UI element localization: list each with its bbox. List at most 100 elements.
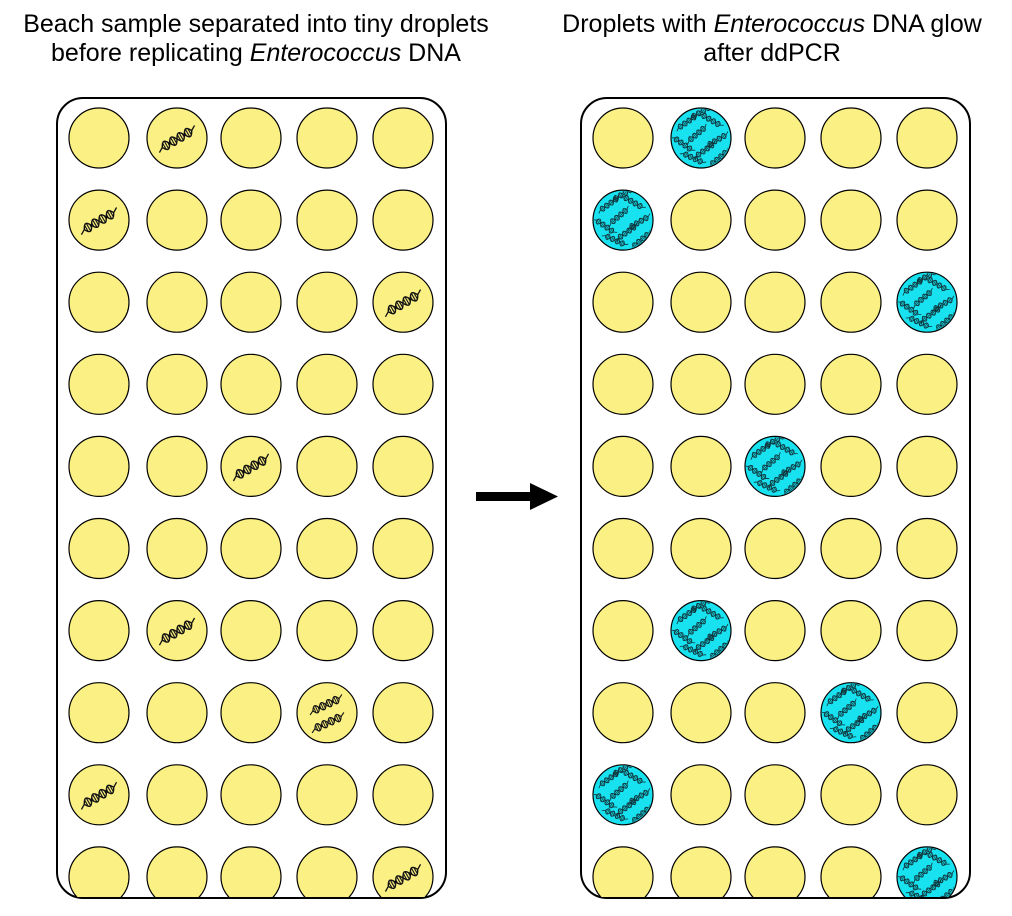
dna-helix-icon: [601, 808, 629, 822]
dna-helix-icon: [772, 441, 798, 456]
dna-helix-icon: [705, 623, 729, 642]
droplet-empty: [592, 435, 654, 497]
right-caption-line1-pre: Droplets with: [562, 10, 714, 38]
dna-helix-icon: [158, 617, 196, 646]
dna-helix-icon: [158, 125, 196, 153]
dna-helix-icon: [687, 123, 707, 145]
dna-helix-icon: [753, 479, 781, 493]
droplet-empty: [220, 189, 282, 251]
droplet-glow: [592, 764, 654, 826]
dna-helix-icon: [761, 452, 781, 473]
dna-helix-icon: [705, 131, 729, 149]
dna-helix-icon: [898, 300, 922, 316]
dna-helix-icon: [848, 687, 874, 702]
droplet-empty: [820, 764, 882, 826]
droplet-dna: [68, 764, 130, 826]
droplet-empty: [68, 846, 130, 897]
droplet-empty: [372, 435, 434, 497]
droplet-empty: [670, 764, 732, 826]
droplet-empty: [896, 435, 958, 497]
droplet-empty: [296, 846, 358, 897]
droplet-empty: [146, 682, 208, 744]
dna-helix-icon: [384, 863, 422, 892]
droplet-dna: [146, 599, 208, 662]
dna-helix-icon: [620, 769, 646, 784]
droplet-empty: [68, 599, 130, 662]
droplet-empty: [146, 435, 208, 497]
dna-helix-icon: [309, 694, 343, 716]
droplet-empty: [592, 599, 654, 662]
droplet-dna: [372, 271, 434, 333]
dna-helix-icon: [698, 113, 724, 127]
droplet-glow: [670, 599, 732, 662]
dna-helix-icon: [679, 644, 707, 658]
droplet-empty: [372, 599, 434, 662]
left-caption-line1: Beach sample separated into tiny droplet…: [23, 10, 489, 38]
droplet-empty: [68, 517, 130, 580]
droplet-empty: [68, 107, 130, 169]
droplet-empty: [896, 599, 958, 662]
dna-helix-icon: [898, 875, 922, 891]
dna-helix-icon: [598, 769, 620, 789]
left-caption-line2-post: DNA: [401, 39, 461, 67]
droplet-empty: [220, 353, 282, 415]
dna-helix-icon: [672, 629, 696, 645]
droplet-empty: [592, 353, 654, 415]
left-caption-organism: Enterococcus: [249, 39, 402, 67]
droplet-empty: [146, 353, 208, 415]
dna-helix-icon: [915, 847, 937, 860]
droplet-empty: [296, 435, 358, 497]
droplet-glow: [820, 682, 882, 744]
droplet-empty: [592, 517, 654, 580]
left-caption: Beach sample separated into tiny droplet…: [0, 10, 512, 68]
droplet-empty: [220, 682, 282, 744]
droplet-empty: [372, 764, 434, 826]
dna-helix-icon: [844, 715, 866, 735]
dna-helix-icon: [829, 726, 857, 740]
droplet-empty: [820, 353, 882, 415]
droplet-empty: [146, 846, 208, 897]
dna-helix-icon: [601, 233, 629, 247]
right-caption-line1-post: DNA glow: [865, 10, 982, 38]
droplet-empty: [592, 107, 654, 169]
droplet-empty: [744, 271, 806, 333]
droplet-empty: [820, 271, 882, 333]
dna-helix-icon: [611, 765, 633, 778]
left-caption-line2: before replicating Enterococcus DNA: [0, 39, 512, 68]
droplet-empty: [896, 189, 958, 251]
dna-helix-icon: [913, 862, 933, 884]
left-caption-line2-pre: before replicating: [51, 39, 250, 67]
dna-helix-icon: [924, 851, 950, 866]
right-caption: Droplets with Enterococcus DNA glow afte…: [522, 10, 1012, 68]
droplet-dna: [68, 189, 130, 251]
droplet-empty: [68, 271, 130, 333]
dna-helix-icon: [746, 464, 770, 480]
droplet-empty: [744, 599, 806, 662]
dna-helix-icon: [689, 601, 711, 614]
dna-helix-icon: [779, 459, 803, 478]
droplet-empty: [744, 353, 806, 415]
dna-helix-icon: [80, 207, 118, 236]
droplet-empty: [896, 107, 958, 169]
droplet-empty: [372, 353, 434, 415]
right-arrow-icon: [476, 483, 558, 510]
dna-helix-icon: [672, 136, 696, 152]
dna-helix-icon: [698, 605, 724, 620]
droplet-empty: [296, 517, 358, 580]
droplet-dna: [146, 107, 208, 169]
dna-helix-icon: [311, 712, 345, 734]
droplet-empty: [744, 189, 806, 251]
droplet-dna: [372, 846, 434, 897]
dna-helix-icon: [768, 468, 790, 488]
dna-helix-icon: [687, 616, 707, 637]
dna-helix-icon: [905, 315, 933, 329]
droplet-empty: [744, 764, 806, 826]
droplet-grid-before: [68, 107, 434, 897]
droplet-empty: [68, 682, 130, 744]
dna-helix-icon: [609, 205, 629, 227]
droplet-empty: [220, 764, 282, 826]
droplet-empty: [744, 107, 806, 169]
dna-helix-icon: [594, 218, 618, 234]
droplet-dna2: [296, 682, 358, 744]
droplet-empty: [744, 517, 806, 580]
